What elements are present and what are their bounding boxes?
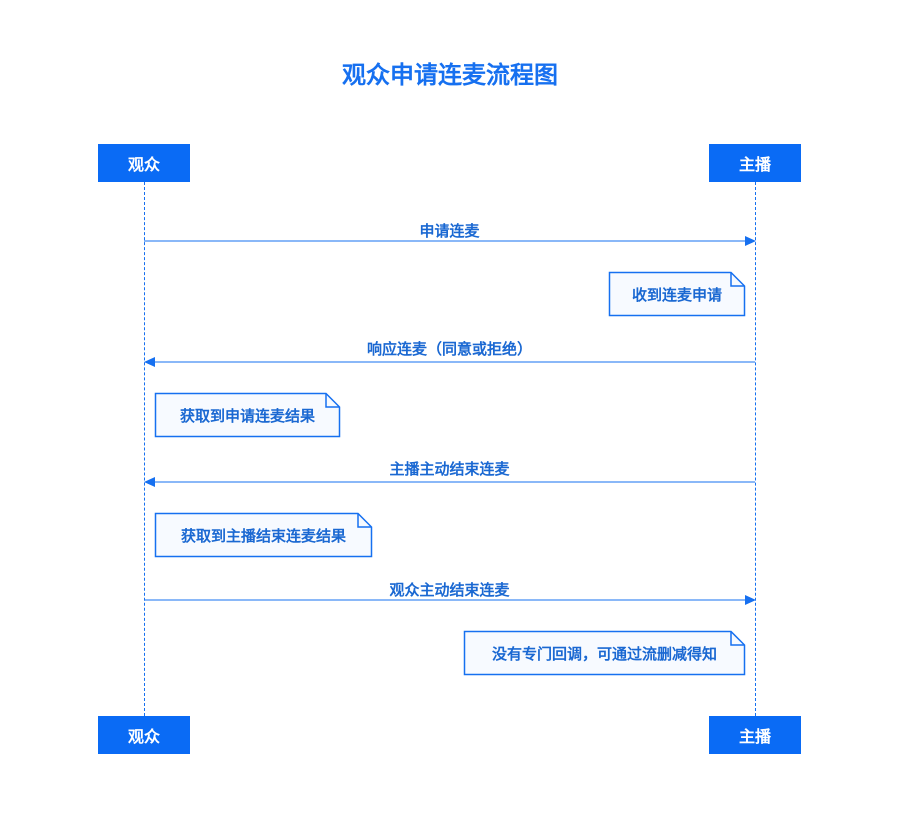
note-host-end-result: 获取到主播结束连麦结果 — [154, 512, 373, 558]
arrow-right — [144, 595, 756, 605]
actor-audience-bottom: 观众 — [98, 716, 190, 754]
note-shape — [154, 392, 341, 438]
message-label: 主播主动结束连麦 — [389, 460, 510, 478]
actor-host-top: 主播 — [709, 144, 801, 182]
diagram-title: 观众申请连麦流程图 — [342, 61, 558, 89]
note-shape — [463, 630, 746, 676]
arrow-left — [144, 357, 755, 367]
note-text: 没有专门回调，可通过流删减得知 — [491, 644, 717, 663]
message-label: 申请连麦 — [419, 222, 480, 240]
note-request-result: 获取到申请连麦结果 — [154, 392, 341, 438]
note-no-callback: 没有专门回调，可通过流删减得知 — [463, 630, 746, 676]
lifeline-audience — [144, 182, 145, 716]
note-text: 获取到主播结束连麦结果 — [180, 526, 346, 545]
note-shape — [608, 271, 746, 317]
actor-audience-top: 观众 — [98, 144, 190, 182]
lifeline-host — [755, 182, 756, 716]
arrow-left — [144, 477, 755, 487]
note-received-request: 收到连麦申请 — [608, 271, 746, 317]
message-label: 观众主动结束连麦 — [389, 581, 510, 599]
actor-host-bottom: 主播 — [709, 716, 801, 754]
note-shape — [154, 512, 373, 558]
note-text: 获取到申请连麦结果 — [179, 406, 315, 425]
arrow-right — [144, 236, 756, 246]
note-text: 收到连麦申请 — [631, 285, 722, 304]
message-label: 响应连麦（同意或拒绝） — [366, 340, 532, 358]
